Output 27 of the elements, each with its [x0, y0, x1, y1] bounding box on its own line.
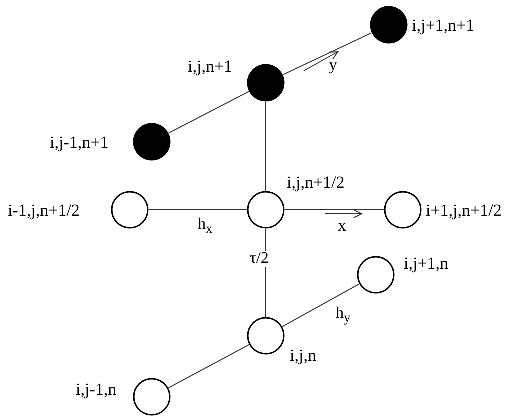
- connector-line: [282, 32, 372, 76]
- node-index-label: i,j,n: [290, 347, 316, 364]
- node-index-label: i,j-1,n: [76, 381, 117, 398]
- node-index-label: i,j+1,n+1: [412, 17, 475, 34]
- filled-grid-node: [247, 64, 285, 102]
- connector-line: [168, 344, 250, 389]
- filled-grid-node: [370, 6, 408, 44]
- edge-label: h$_{x}$: [197, 217, 214, 236]
- edge-label: τ/2: [249, 251, 270, 267]
- node-index-label: i,j+1,n: [404, 255, 449, 272]
- grid-node: [357, 256, 395, 294]
- grid-node: [384, 191, 422, 229]
- node-index-label: i,j,n+1/2: [287, 174, 345, 191]
- grid-node: [111, 191, 149, 229]
- filled-grid-node: [133, 123, 171, 161]
- grid-node: [247, 191, 285, 229]
- axis-label: x: [338, 217, 346, 234]
- connector-line: [282, 284, 360, 328]
- connector-line: [168, 91, 250, 134]
- grid-node: [133, 378, 171, 416]
- node-index-label: i+1,j,n+1/2: [426, 202, 502, 219]
- node-index-label: i,j,n+1: [188, 58, 233, 75]
- grid-node: [247, 317, 285, 355]
- node-index-label: i-1,j,n+1/2: [8, 202, 80, 219]
- axis-label: y: [329, 56, 338, 73]
- edge-label: h$_{y}$: [335, 306, 352, 325]
- node-index-label: i,j-1,n+1: [50, 134, 109, 151]
